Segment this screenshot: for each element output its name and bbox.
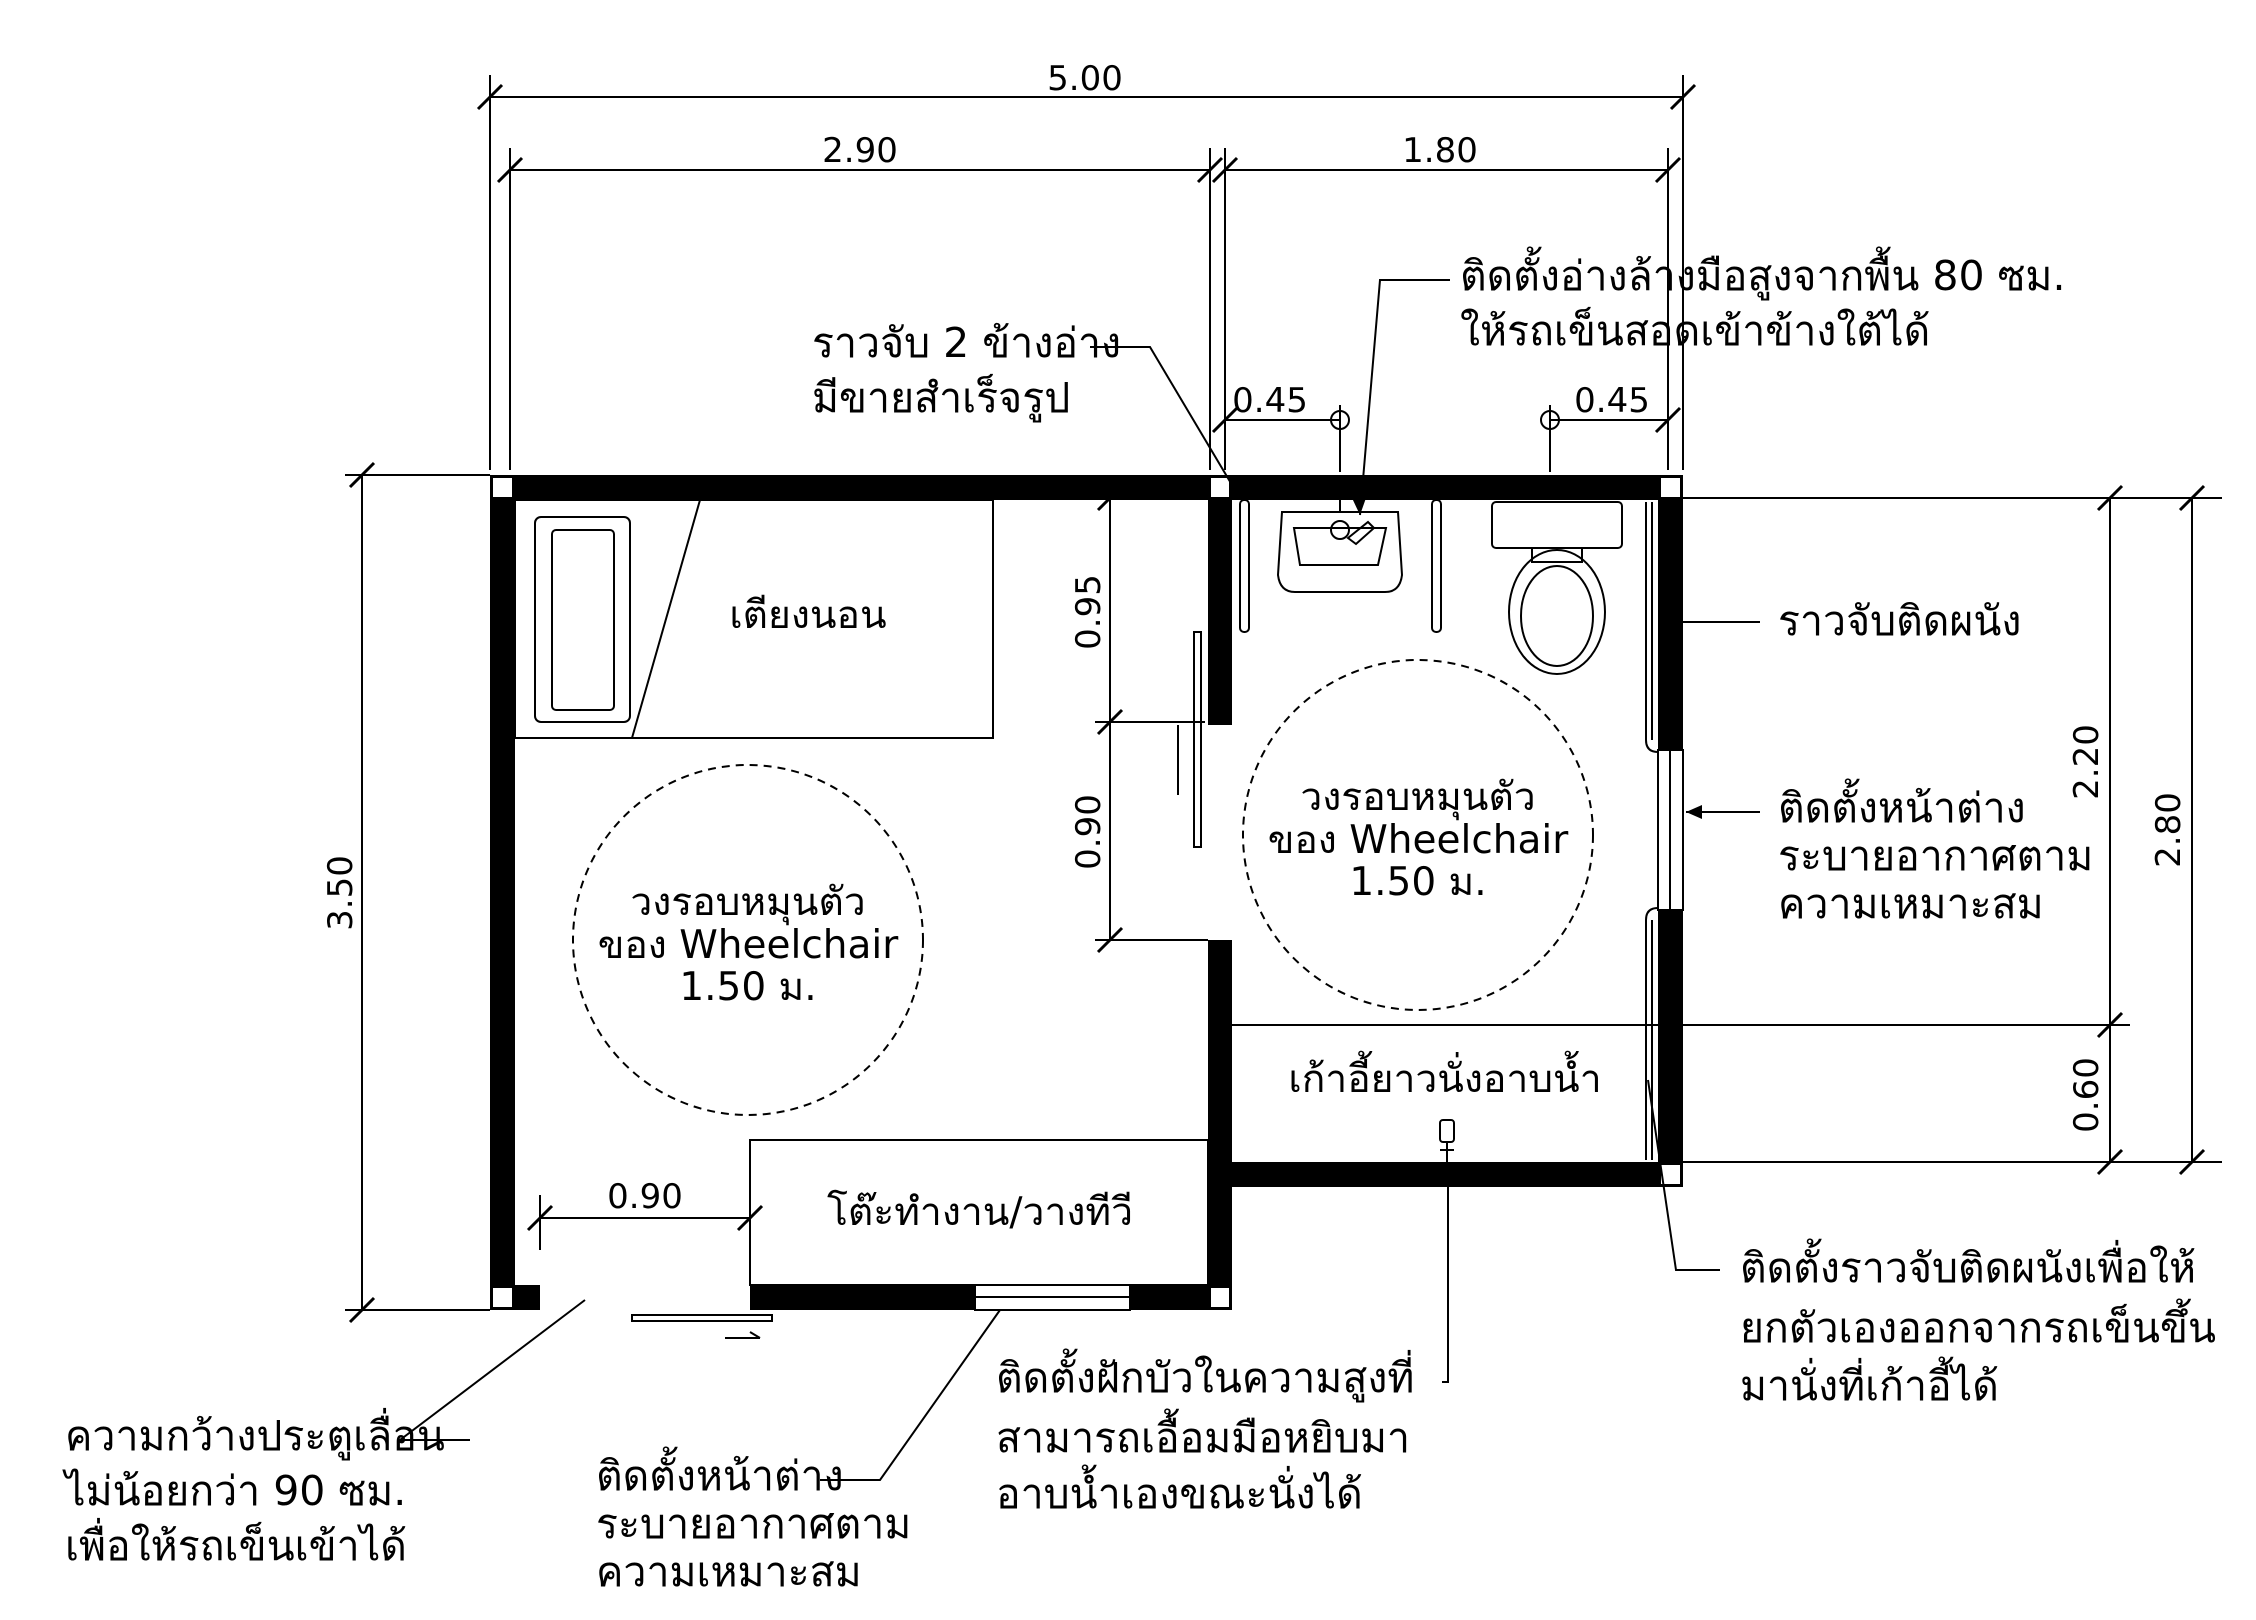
dim-total-depth: 3.50 (321, 855, 361, 931)
note-room-window-line2: ระบายอากาศตาม (596, 1500, 911, 1548)
dim-bath-depth-inner: 2.20 (2067, 724, 2107, 800)
shower-head (1439, 1119, 1455, 1162)
leader-lines (397, 279, 1760, 1481)
note-wall-rail: ราวจับติดผนัง (1778, 597, 2021, 645)
note-transfer-rail-line1: ติดตั้งราวจับติดผนังเพื่อให้ (1740, 1238, 2196, 1292)
dim-bath-depth-outer: 2.80 (2149, 792, 2189, 868)
note-sink-rails-line1: ราวจับ 2 ข้างอ่าง (812, 319, 1121, 367)
note-shower-line3: อาบน้ำเองขณะนั่งได้ (996, 1464, 1363, 1518)
turn-circle-bath-line3: 1.50 ม. (1349, 860, 1486, 905)
wall-grab-rails (1645, 502, 1659, 1160)
note-sink-height-line1: ติดตั้งอ่างล้างมือสูงจากพื้น 80 ซม. (1460, 246, 2065, 301)
note-bath-window-line3: ความเหมาะสม (1778, 880, 2044, 928)
note-room-window-line3: ความเหมาะสม (596, 1548, 862, 1596)
note-bath-window-line1: ติดตั้งหน้าต่าง (1778, 778, 2026, 832)
note-sliding-door-line2: ไม่น้อยกว่า 90 ซม. (62, 1467, 406, 1515)
turn-circle-bath-line1: วงรอบหมุนตัว (1300, 775, 1535, 821)
dim-desk-clearance: 0.90 (607, 1177, 683, 1217)
bed-label: เตียงนอน (729, 593, 886, 638)
sink (1276, 500, 1404, 593)
turn-circle-room-line1: วงรอบหมุนตัว (630, 880, 865, 926)
bathroom-door (1177, 631, 1202, 848)
walls (490, 475, 1683, 1310)
desk-label: โต๊ะทำงาน/วางทีวี (827, 1190, 1133, 1235)
note-room-window-line1: ติดตั้งหน้าต่าง (596, 1446, 844, 1500)
sink-grab-rails (1239, 499, 1442, 633)
dim-sink-offset-left: 0.45 (1232, 381, 1308, 421)
turn-circle-room (572, 764, 924, 1116)
note-sliding-door-line1: ความกว้างประตูเลื่อน (65, 1408, 445, 1461)
note-sink-height-line2: ให้รถเข็นสอดเข้าข้างใต้ได้ (1460, 307, 1930, 355)
dim-room-width: 2.90 (822, 131, 898, 171)
turn-circle-bath-line2: ของ Wheelchair (1268, 818, 1570, 863)
desk (749, 1139, 1209, 1286)
note-shower-line1: ติดตั้งฝักบัวในความสูงที่ (996, 1348, 1414, 1403)
leader-arrowheads (1352, 498, 1702, 819)
bath-window (1657, 749, 1684, 911)
turn-circle-bath (1242, 659, 1594, 1011)
dim-door-opening: 0.90 (1069, 794, 1109, 870)
note-bath-window-line2: ระบายอากาศตาม (1778, 832, 2093, 880)
note-transfer-rail-line3: มานั่งที่เก้าอี้ได้ (1740, 1356, 1999, 1410)
sliding-door (631, 1314, 773, 1339)
note-sliding-door-line3: เพื่อให้รถเข็นเข้าได้ (65, 1518, 407, 1570)
dim-total-width: 5.00 (1047, 59, 1123, 99)
dim-wall-segment: 0.95 (1069, 574, 1109, 650)
toilet (1491, 501, 1623, 675)
turn-circle-room-line2: ของ Wheelchair (598, 923, 900, 968)
entry-wall-stub (515, 1285, 540, 1310)
dim-sink-offset-right: 0.45 (1574, 381, 1650, 421)
dim-bench-depth: 0.60 (2067, 1057, 2107, 1133)
turn-circle-room-line3: 1.50 ม. (679, 965, 816, 1010)
note-transfer-rail-line2: ยกตัวเองออกจากรถเข็นขึ้น (1740, 1298, 2216, 1352)
bench-label: เก้าอี้ยาวนั่งอาบน้ำ (1288, 1050, 1601, 1102)
dimension-lines (345, 75, 2222, 1324)
note-shower-line2: สามารถเอื้อมมือหยิบมา (996, 1408, 1410, 1462)
bed (514, 499, 994, 739)
wall-corners (491, 476, 1682, 1309)
room-window (974, 1284, 1131, 1311)
dim-bath-width: 1.80 (1402, 131, 1478, 171)
note-sink-rails-line2: มีขายสำเร็จรูป (812, 374, 1070, 423)
